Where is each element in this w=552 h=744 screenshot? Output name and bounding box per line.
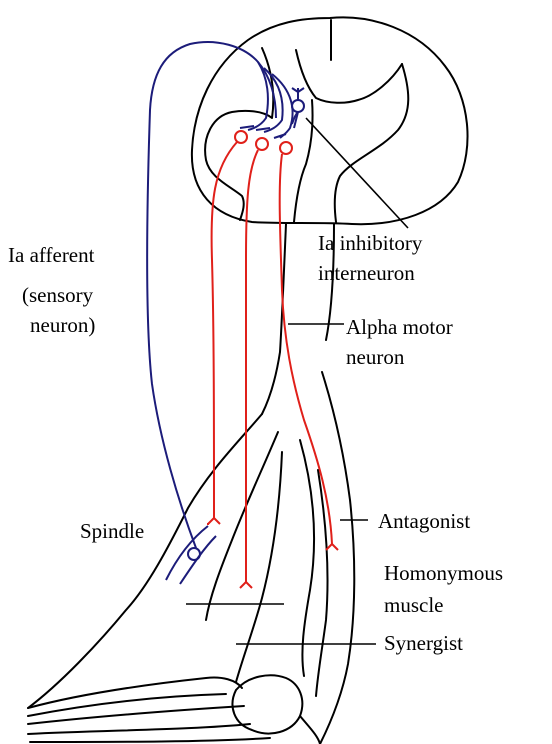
motor-neuron-axon-1 [212,142,237,518]
alpha-motor-neurons [207,131,338,588]
motor-end-2-right [246,582,252,588]
arm-lower-right-curve [300,716,320,744]
spindle-capsule-right [180,536,216,584]
motor-end-3-right [332,544,338,550]
ia-afferent-terminal-2 [256,128,270,130]
label-alpha-motor-line2: neuron [346,345,405,369]
motor-end-2-left [240,582,246,588]
elbow-olecranon [233,675,303,733]
forearm-bottom-edge [30,738,270,742]
label-ia-afferent-line3: neuron) [30,313,95,337]
triceps-contour-a [300,440,314,676]
ia-afferent-pathway [147,42,304,584]
label-spindle: Spindle [80,519,144,543]
motor-neuron-soma-3 [280,142,292,154]
label-homonymous-line2: muscle [384,593,443,617]
grey-matter-dorsal-horn [296,50,402,103]
ia-afferent-terminal-1 [240,126,254,128]
brachialis-contour [236,452,282,682]
motor-neuron-soma-1 [235,131,247,143]
ia-inhibitory-interneuron-soma [292,100,304,112]
triceps-contour-b [316,470,328,696]
motor-neuron-axon-3 [280,154,332,544]
grey-matter-right-edge [335,64,408,222]
biceps-inner-contour [206,432,278,620]
nerve-trunk-left [262,224,286,414]
label-ia-inhibitory-line2: interneuron [318,261,415,285]
arm-right-contour [320,372,354,744]
forearm-lower-edge [28,724,250,734]
arm-upper-left-contour [28,414,262,708]
spinal-cord-outline [192,17,468,224]
label-ia-afferent-line1: Ia afferent [8,243,95,267]
label-synergist: Synergist [384,631,463,655]
forearm-mid-edge [28,706,244,724]
spindle-ending [188,548,200,560]
label-ia-afferent-line2: (sensory [22,283,94,307]
spinal-cord-section [192,17,468,224]
label-homonymous-line1: Homonymous [384,561,503,585]
labels: Ia afferent (sensory neuron) Ia inhibito… [8,231,503,655]
motor-end-1-right [214,518,220,524]
motor-neuron-soma-2 [256,138,268,150]
forearm-top-edge-2 [28,694,226,716]
label-antagonist: Antagonist [378,509,470,533]
label-ia-inhibitory-line1: Ia inhibitory [318,231,423,255]
motor-neuron-axon-2 [246,150,258,582]
label-alpha-motor-line1: Alpha motor [346,315,453,339]
